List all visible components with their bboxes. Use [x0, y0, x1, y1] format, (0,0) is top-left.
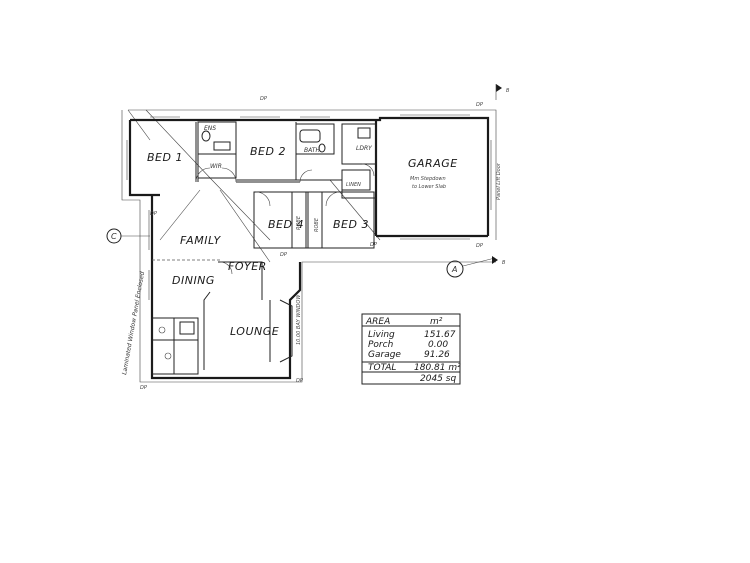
room-label-lounge: LOUNGE	[230, 325, 279, 338]
area-row-value: 0.00	[428, 340, 448, 350]
room-label-robe-b: ROBE	[314, 217, 320, 232]
area-header-unit: m²	[430, 317, 443, 327]
dp-mark: DP	[150, 211, 157, 217]
room-label-foyer: FOYER	[228, 260, 267, 273]
room-label-ldry: LDRY	[356, 145, 373, 152]
svg-text:A: A	[451, 265, 457, 274]
window-panel-note: Laminated Window Panel Enclosed	[121, 271, 146, 376]
room-label-bed4: BED 4	[268, 218, 304, 231]
room-label-bed3: BED 3	[333, 218, 369, 231]
room-label-bath: BATH	[304, 147, 320, 154]
section-marker-c: C	[106, 228, 150, 244]
area-total-label: TOTAL	[368, 363, 396, 373]
section-marker-b-top: B	[495, 84, 510, 100]
windows	[126, 114, 492, 300]
area-row-value: 91.26	[424, 350, 450, 360]
room-label-robe-a: ROBE	[296, 215, 302, 230]
dp-mark: DP	[476, 243, 483, 249]
room-label-wir: WIR	[210, 163, 222, 170]
section-marker-b-bottom: B	[492, 256, 506, 266]
room-label-garage: GARAGE	[408, 157, 458, 170]
dp-mark: DP	[476, 102, 483, 108]
dp-mark: DP	[296, 378, 303, 384]
dp-mark: DP	[370, 242, 377, 248]
garage-note-line1: Mm Stepdown	[410, 176, 446, 182]
room-label-dining: DINING	[172, 274, 215, 287]
svg-text:B: B	[506, 88, 510, 94]
section-marker-a: A	[446, 257, 496, 278]
svg-text:B: B	[502, 260, 506, 266]
area-table: AREA m² Living 151.67 Porch 0.00 Garage …	[361, 313, 461, 385]
room-label-bed1: BED 1	[147, 151, 183, 164]
panel-lift-door-note: Panel Lift Door	[496, 162, 502, 200]
fixtures	[158, 127, 375, 360]
eaves-outline	[121, 109, 497, 383]
internal-walls	[151, 121, 377, 375]
garage-note-line2: to Lower Slab	[412, 184, 446, 190]
area-row-label: Porch	[368, 340, 394, 350]
area-row-label: Living	[368, 330, 395, 340]
bay-window-note: 10.00 BAY WINDOW	[296, 294, 302, 345]
area-header-label: AREA	[365, 317, 390, 327]
room-label-linen: LINEN	[346, 182, 361, 188]
area-total-value: 180.81 m²	[414, 363, 461, 373]
room-label-ens: ENS	[204, 125, 216, 132]
dp-mark: DP	[140, 385, 147, 391]
area-row-value: 151.67	[424, 330, 456, 340]
area-total-sub: 2045 sq	[420, 374, 456, 384]
svg-text:C: C	[111, 232, 117, 241]
room-label-bed2: BED 2	[250, 145, 286, 158]
dp-mark: DP	[280, 252, 287, 258]
dp-mark: DP	[260, 96, 267, 102]
room-label-family: FAMILY	[180, 234, 222, 247]
area-row-label: Garage	[368, 350, 401, 360]
